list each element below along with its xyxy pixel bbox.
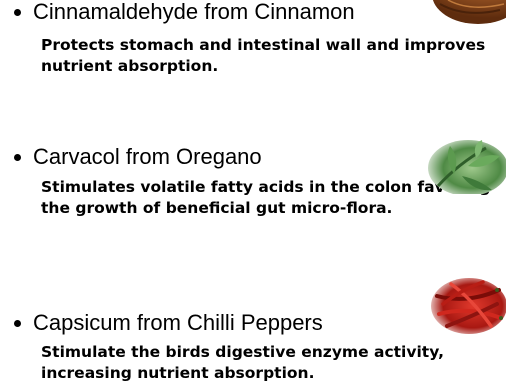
- ingredient-heading: Capsicum from Chilli Peppers: [33, 310, 323, 335]
- bullet-icon: [14, 319, 21, 327]
- ingredient-heading: Carvacol from Oregano: [33, 144, 262, 169]
- oregano-photo-icon: [424, 140, 506, 194]
- ingredient-description: Protects stomach and intestinal wall and…: [41, 36, 486, 75]
- ingredient-heading-line: Cinnamaldehyde from Cinnamon: [14, 0, 355, 26]
- ingredient-heading-line: Carvacol from Oregano: [14, 143, 262, 171]
- ingredient-heading: Cinnamaldehyde from Cinnamon: [33, 0, 355, 24]
- bullet-icon: [14, 153, 21, 161]
- cinnamon-photo-icon: [420, 0, 506, 26]
- ingredient-description: Stimulates volatile fatty acids in the c…: [41, 178, 491, 217]
- ingredient-description: Stimulate the birds digestive enzyme act…: [41, 343, 444, 382]
- chilli-photo-icon: [427, 276, 506, 334]
- bullet-icon: [14, 8, 21, 16]
- ingredient-heading-line: Capsicum from Chilli Peppers: [14, 309, 323, 337]
